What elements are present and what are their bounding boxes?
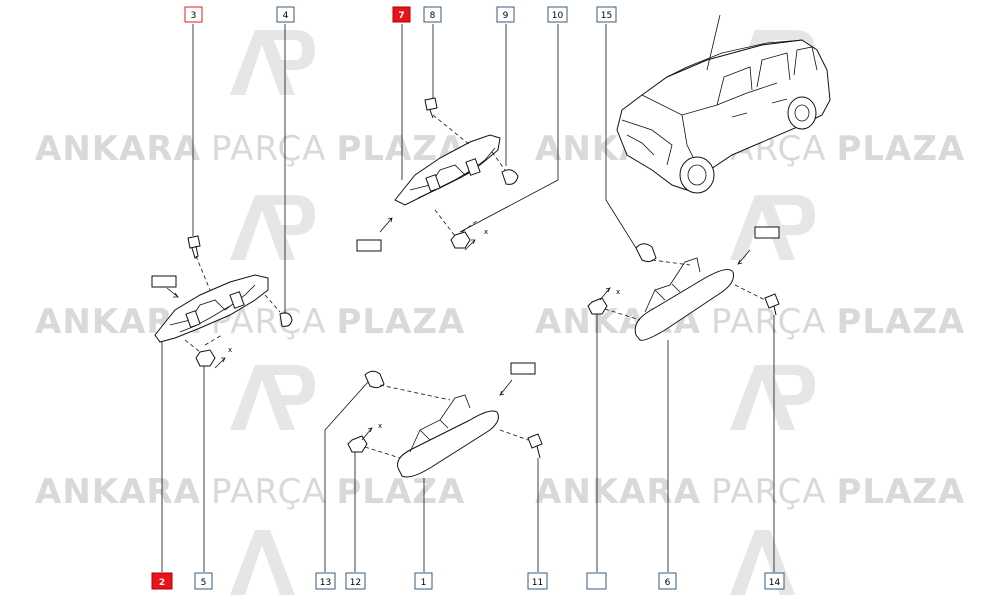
callout-12: 12 — [345, 572, 366, 590]
callout-7: 7 — [392, 6, 411, 23]
callout-5: 5 — [194, 572, 213, 590]
callout-15: 15 — [596, 6, 617, 23]
axis-label: x — [378, 422, 382, 430]
callout-4: 4 — [276, 6, 295, 23]
watermark-logo-icon — [230, 530, 295, 595]
svg-text:8: 8 — [430, 11, 436, 21]
assembly-front-right-handle: x — [356, 97, 519, 252]
screw-part-8 — [424, 97, 438, 119]
clip-part-15 — [635, 243, 657, 263]
svg-text:1: 1 — [421, 578, 427, 588]
svg-text:9: 9 — [503, 11, 509, 21]
assembly-front-left-handle: x — [151, 235, 293, 369]
svg-text:4: 4 — [283, 11, 289, 21]
watermark-logo-icon — [730, 530, 795, 595]
axis-label: x — [228, 346, 232, 354]
svg-text:15: 15 — [601, 11, 612, 21]
callout-14: 14 — [764, 572, 785, 590]
clip-part-4 — [279, 312, 293, 327]
assembly-rear-left-handle: x — [347, 362, 543, 478]
svg-text:5: 5 — [201, 578, 207, 588]
svg-text:10: 10 — [552, 11, 564, 21]
callout-8: 8 — [423, 6, 442, 23]
screw-part-14 — [764, 293, 780, 316]
nut-part-10 — [450, 231, 471, 249]
svg-text:12: 12 — [350, 578, 361, 588]
clip-part-9 — [501, 169, 519, 185]
watermark-logo-icon — [730, 195, 815, 260]
svg-text:13: 13 — [320, 578, 331, 588]
watermark-logo-icon — [230, 195, 315, 260]
tag-icon — [151, 275, 177, 288]
svg-text:2: 2 — [159, 578, 165, 588]
svg-text:14: 14 — [769, 578, 781, 588]
callout-10: 10 — [547, 6, 568, 23]
axis-label: x — [616, 288, 620, 296]
tag-icon — [510, 362, 536, 375]
watermark-logo-icon — [230, 30, 315, 95]
callout-16 — [586, 572, 607, 590]
callout-11: 11 — [527, 572, 548, 590]
callout-9: 9 — [496, 6, 515, 23]
callout-1: 1 — [414, 572, 433, 590]
callout-2: 2 — [151, 572, 173, 590]
svg-text:11: 11 — [532, 578, 543, 588]
svg-text:3: 3 — [191, 11, 197, 21]
nut-part-5 — [195, 349, 216, 367]
clip-part-13 — [364, 370, 385, 389]
callout-6: 6 — [658, 572, 677, 590]
axis-label: x — [484, 228, 488, 236]
svg-text:6: 6 — [665, 578, 671, 588]
vehicle-illustration — [616, 14, 831, 194]
watermark-logo-icon — [730, 365, 815, 430]
callout-3: 3 — [184, 6, 203, 23]
screw-part-11 — [527, 433, 543, 459]
handle-cover-part-1 — [397, 410, 499, 478]
tag-icon — [356, 239, 382, 252]
nut-part-12 — [347, 435, 368, 453]
tag-icon — [754, 226, 780, 239]
screw-part-3 — [187, 235, 201, 259]
handle-cover-part-6 — [634, 269, 734, 341]
svg-text:7: 7 — [398, 11, 404, 21]
assembly-rear-right-handle: x — [587, 226, 780, 341]
watermark-logo-icon — [230, 365, 315, 430]
leader-lines — [161, 24, 775, 572]
callout-13: 13 — [315, 572, 336, 590]
